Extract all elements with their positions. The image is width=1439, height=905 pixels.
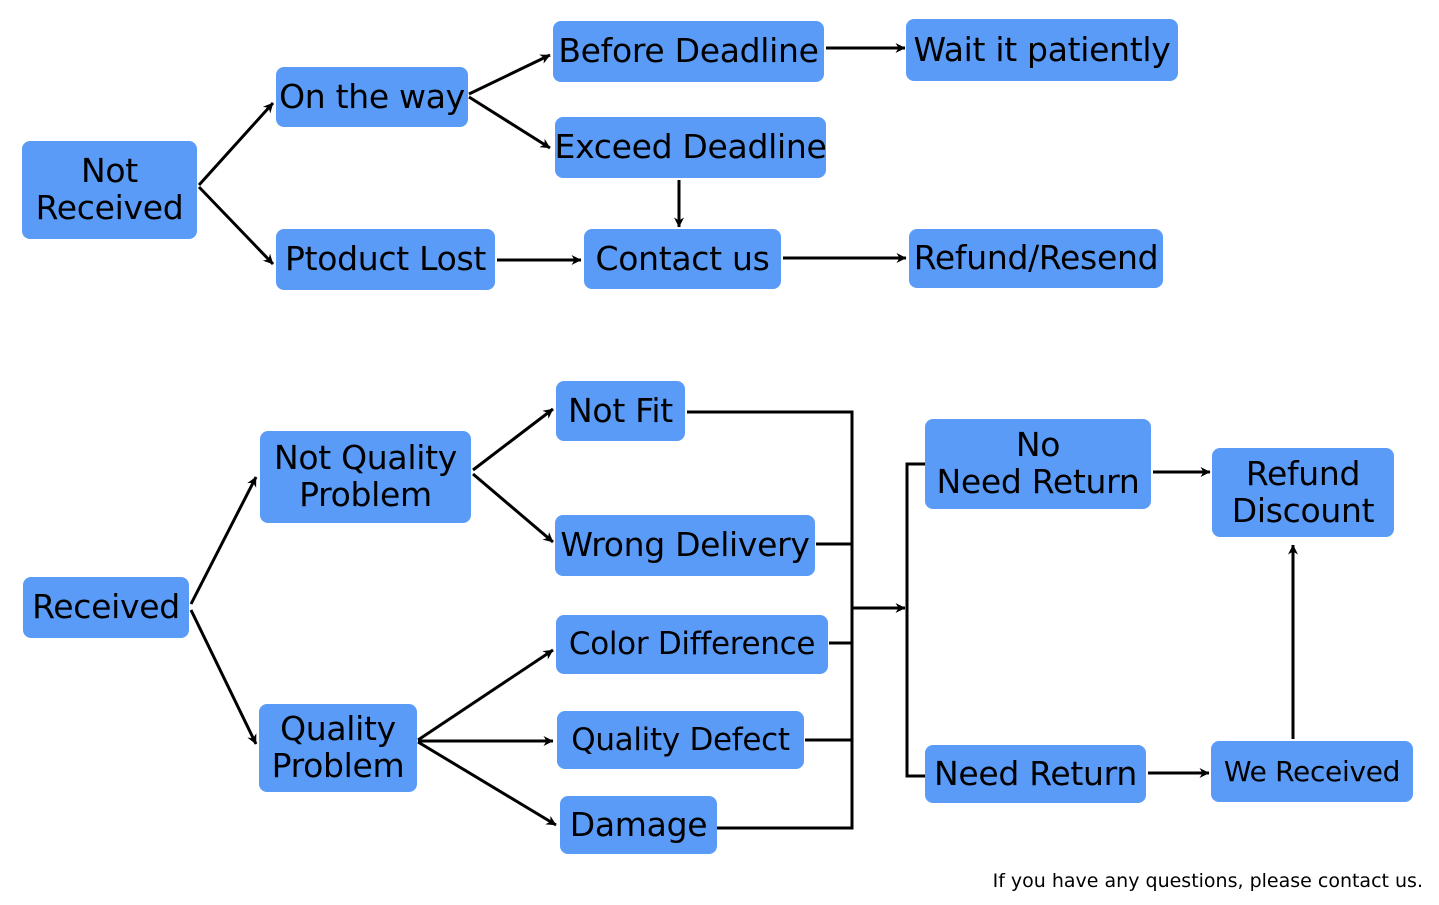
merge-bracket <box>687 410 854 830</box>
node-wrong-delivery-label: Wrong Delivery <box>560 525 810 565</box>
arrow-notreceived-productlost <box>197 185 275 266</box>
node-product-lost-label: Ptoduct Lost <box>285 239 486 279</box>
arrow-ontheway-before <box>468 53 551 96</box>
node-before-deadline-label: Before Deadline <box>558 31 819 71</box>
node-received: Received <box>23 577 189 638</box>
arrow-ontheway-exceed <box>468 95 551 150</box>
node-color-difference: Color Difference <box>556 615 828 674</box>
arrow-notreceived-ontheway <box>197 101 275 187</box>
node-not-received-line1: Not <box>81 151 138 191</box>
node-need-return: Need Return <box>925 745 1146 803</box>
node-damage: Damage <box>560 796 717 854</box>
node-on-the-way-label: On the way <box>279 76 465 116</box>
split-bracket <box>905 462 925 778</box>
node-not-quality-problem-line1: Not Quality <box>274 438 457 478</box>
node-not-received-line2: Received <box>35 188 184 227</box>
node-not-quality-problem: Not Quality Problem <box>260 431 471 523</box>
node-no-need-return: No Need Return <box>925 419 1151 509</box>
node-color-difference-label: Color Difference <box>568 626 816 663</box>
node-damage-label: Damage <box>569 804 708 844</box>
node-quality-defect-label: Quality Defect <box>571 721 790 758</box>
node-quality-problem: Quality Problem <box>259 704 417 792</box>
node-quality-defect: Quality Defect <box>557 711 804 769</box>
node-we-received: We Received <box>1211 741 1413 802</box>
node-refund-resend: Refund/Resend <box>909 229 1163 288</box>
arrow-received-quality <box>189 609 258 745</box>
node-refund-discount: Refund Discount <box>1212 448 1394 537</box>
node-exceed-deadline: Exceed Deadline <box>554 117 827 178</box>
node-before-deadline: Before Deadline <box>553 21 824 82</box>
node-quality-problem-line2: Problem <box>271 746 405 785</box>
arrow-received-notquality <box>189 476 258 605</box>
arrow-quality-damage <box>417 740 557 827</box>
arrow-notquality-notfit <box>472 407 554 472</box>
arrow-quality-color <box>417 648 554 742</box>
node-wait-patiently-label: Wait it patiently <box>913 29 1171 69</box>
node-refund-resend-label: Refund/Resend <box>913 238 1159 278</box>
node-wait-patiently: Wait it patiently <box>906 19 1178 81</box>
arrow-notquality-wrong <box>472 472 554 544</box>
footer-note: If you have any questions, please contac… <box>992 870 1423 892</box>
node-no-need-return-line1: No <box>1015 425 1061 465</box>
node-contact-us: Contact us <box>584 229 781 289</box>
node-quality-problem-line1: Quality <box>280 709 396 749</box>
node-wrong-delivery: Wrong Delivery <box>555 515 815 576</box>
node-refund-discount-line1: Refund <box>1245 453 1361 493</box>
node-refund-discount-line2: Discount <box>1231 490 1375 530</box>
node-exceed-deadline-label: Exceed Deadline <box>554 127 827 167</box>
node-product-lost: Ptoduct Lost <box>276 229 495 290</box>
node-contact-us-label: Contact us <box>595 238 770 278</box>
node-received-label: Received <box>32 587 180 627</box>
node-not-fit-label: Not Fit <box>568 390 673 430</box>
node-not-received: Not Received <box>22 141 197 239</box>
node-no-need-return-line2: Need Return <box>936 462 1140 501</box>
node-not-fit: Not Fit <box>556 381 685 441</box>
node-we-received-label: We Received <box>1223 754 1401 788</box>
node-need-return-label: Need Return <box>934 753 1137 793</box>
node-on-the-way: On the way <box>276 67 468 127</box>
node-not-quality-problem-line2: Problem <box>299 475 432 514</box>
